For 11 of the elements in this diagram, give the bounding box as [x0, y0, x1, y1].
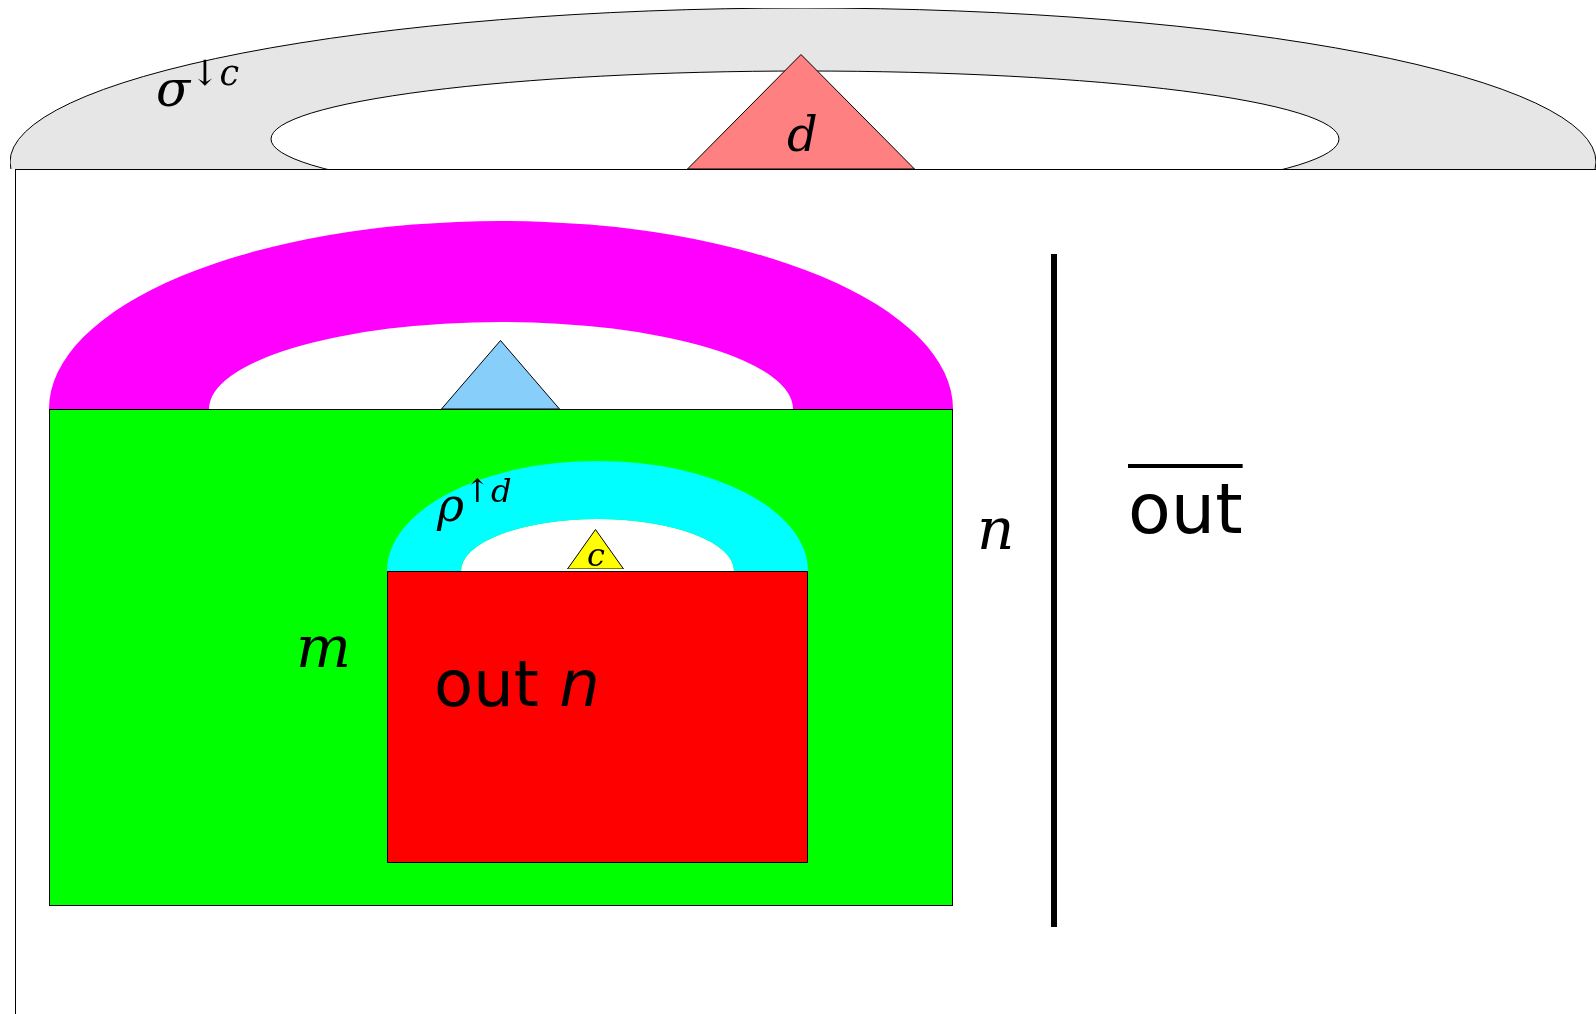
overlined-label: out — [1128, 474, 1243, 544]
math-label: c — [587, 539, 605, 571]
math-label: σ$^{↓c}$ — [156, 56, 240, 114]
rectangle-region — [15, 169, 1596, 1014]
math-label: d — [787, 110, 818, 158]
math-label: ρ$^{↑d}$ — [437, 475, 512, 529]
math-label: n — [977, 500, 1015, 558]
math-label: m — [296, 618, 351, 676]
rectangle-region — [387, 571, 808, 863]
rectangle-region — [49, 409, 953, 906]
box-label: out n — [434, 652, 600, 716]
